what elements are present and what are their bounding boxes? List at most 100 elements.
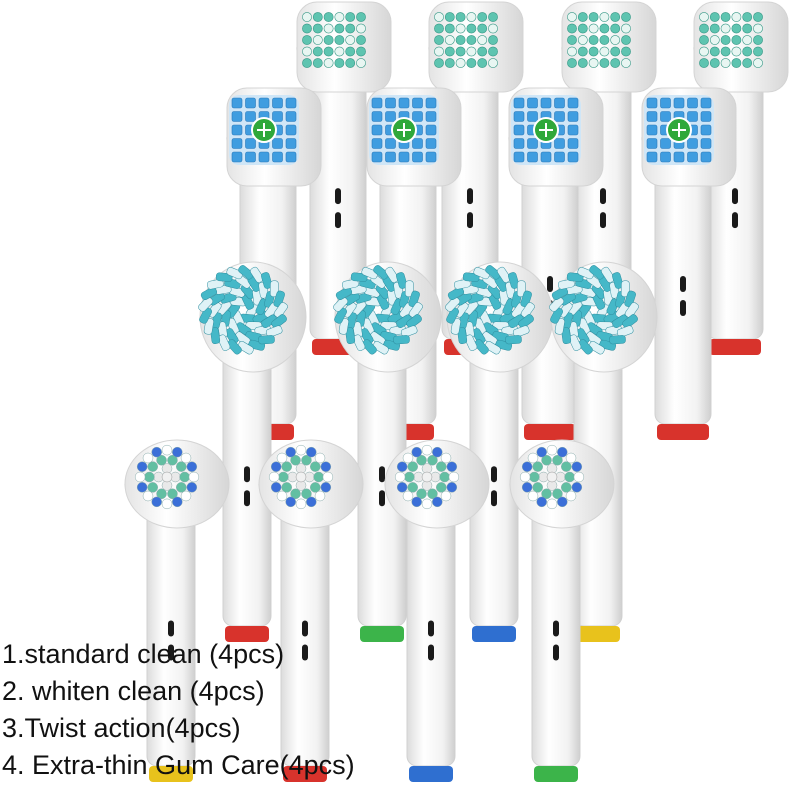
bristle-tuft [210,327,221,344]
bristle-tuft [446,307,459,324]
bristle-tuft [455,35,466,45]
bristle-tuft [567,124,579,136]
bristle-tuft [345,58,356,68]
bristle-tuft [699,58,709,68]
bristle-tuft [720,12,731,22]
bristle-tuft [588,58,599,68]
bristle-tuft [186,482,198,493]
bristle-tuft [295,471,307,483]
bristle-tuft [610,46,621,57]
bristle-tuft [564,471,575,483]
bristle-tuft [512,325,530,338]
bristle-tuft [720,46,731,57]
bristle-cluster [699,12,763,68]
bristle-tuft [272,151,283,163]
bristle-tuft [385,266,399,283]
stem-slot [491,466,497,483]
bristle-tuft [753,35,763,45]
bristle-tuft [356,58,366,68]
bristle-tuft [610,35,621,45]
bristle-tuft [237,341,254,355]
bristle-tuft [245,151,256,163]
stem-slot [553,620,559,637]
bristle-tuft [407,482,418,493]
brush-head-twist [445,261,554,642]
bristle-tuft [290,488,301,500]
bristle-tuft [425,111,437,122]
bristle-tuft [302,58,312,68]
bristle-tuft [285,151,297,163]
bristle-tuft [281,461,292,472]
bristle-cluster [333,265,423,355]
bristle-tuft [285,138,297,149]
bristle-tuft [276,452,288,464]
bristle-tuft [731,58,742,68]
bristle-tuft [345,23,356,34]
bristle-tuft [599,12,610,22]
stem-slot [168,644,174,661]
bristle-tuft [335,286,353,301]
stem-slot [168,620,174,637]
bristle-tuft [477,58,488,68]
bristle-tuft [464,334,478,351]
bristle-tuft [295,498,307,510]
bristle-tuft [310,482,321,493]
bristle-tuft [356,12,366,22]
bristle-tuft [546,444,558,456]
bristle-tuft [588,12,599,22]
bristle-tuft [396,314,413,329]
bristle-cluster [445,265,535,355]
bristle-tuft [646,151,658,163]
bristle-tuft [432,446,443,458]
bristle-tuft [519,471,531,483]
bristle-tuft [147,461,158,472]
bristle-tuft [258,97,270,109]
bristle-tuft [609,335,626,345]
bristle-tuft [427,488,438,500]
bristle-tuft [356,46,366,57]
bristle-tuft [323,12,334,22]
bristle-tuft [699,12,709,22]
bristle-tuft [172,496,183,508]
stem-slot [732,212,738,229]
bristle-tuft [313,471,324,483]
bristle-tuft [444,23,455,34]
bristle-tuft [295,444,307,456]
bristle-cluster [229,95,299,165]
bristle-tuft [273,302,288,319]
bristle-tuft [245,97,256,109]
bristle-tuft [709,23,720,34]
bristle-tuft [404,280,414,298]
bristle-tuft [532,461,543,472]
bristle-tuft [272,138,283,149]
bristle-tuft [610,58,621,68]
bristle-tuft [742,35,753,45]
bristle-tuft [238,265,254,280]
bristle-tuft [687,151,698,163]
bristle-tuft [541,488,552,500]
bristle-tuft [312,23,323,34]
bristle-tuft [700,138,712,149]
bristle-tuft [411,446,422,458]
bristle-tuft [488,12,498,22]
bristle-tuft [285,496,296,508]
bristle-tuft [588,23,599,34]
bristle-tuft [551,286,569,301]
bristle-tuft [554,111,565,122]
stem-slot [302,620,308,637]
bristle-tuft [320,461,332,472]
bristle-tuft [621,35,631,45]
bristle-tuft [589,265,605,280]
bristle-tuft [700,124,712,136]
stem-slot [600,212,606,229]
bristle-tuft [610,12,621,22]
bristle-tuft [466,46,477,57]
bristle-tuft [571,482,583,493]
bristle-tuft [285,124,297,136]
bristle-tuft [573,471,585,483]
stem-slot [553,644,559,661]
bristle-tuft [385,138,396,149]
bristle-tuft [444,58,455,68]
color-ring-red [225,626,269,642]
bristle-tuft [406,314,422,329]
